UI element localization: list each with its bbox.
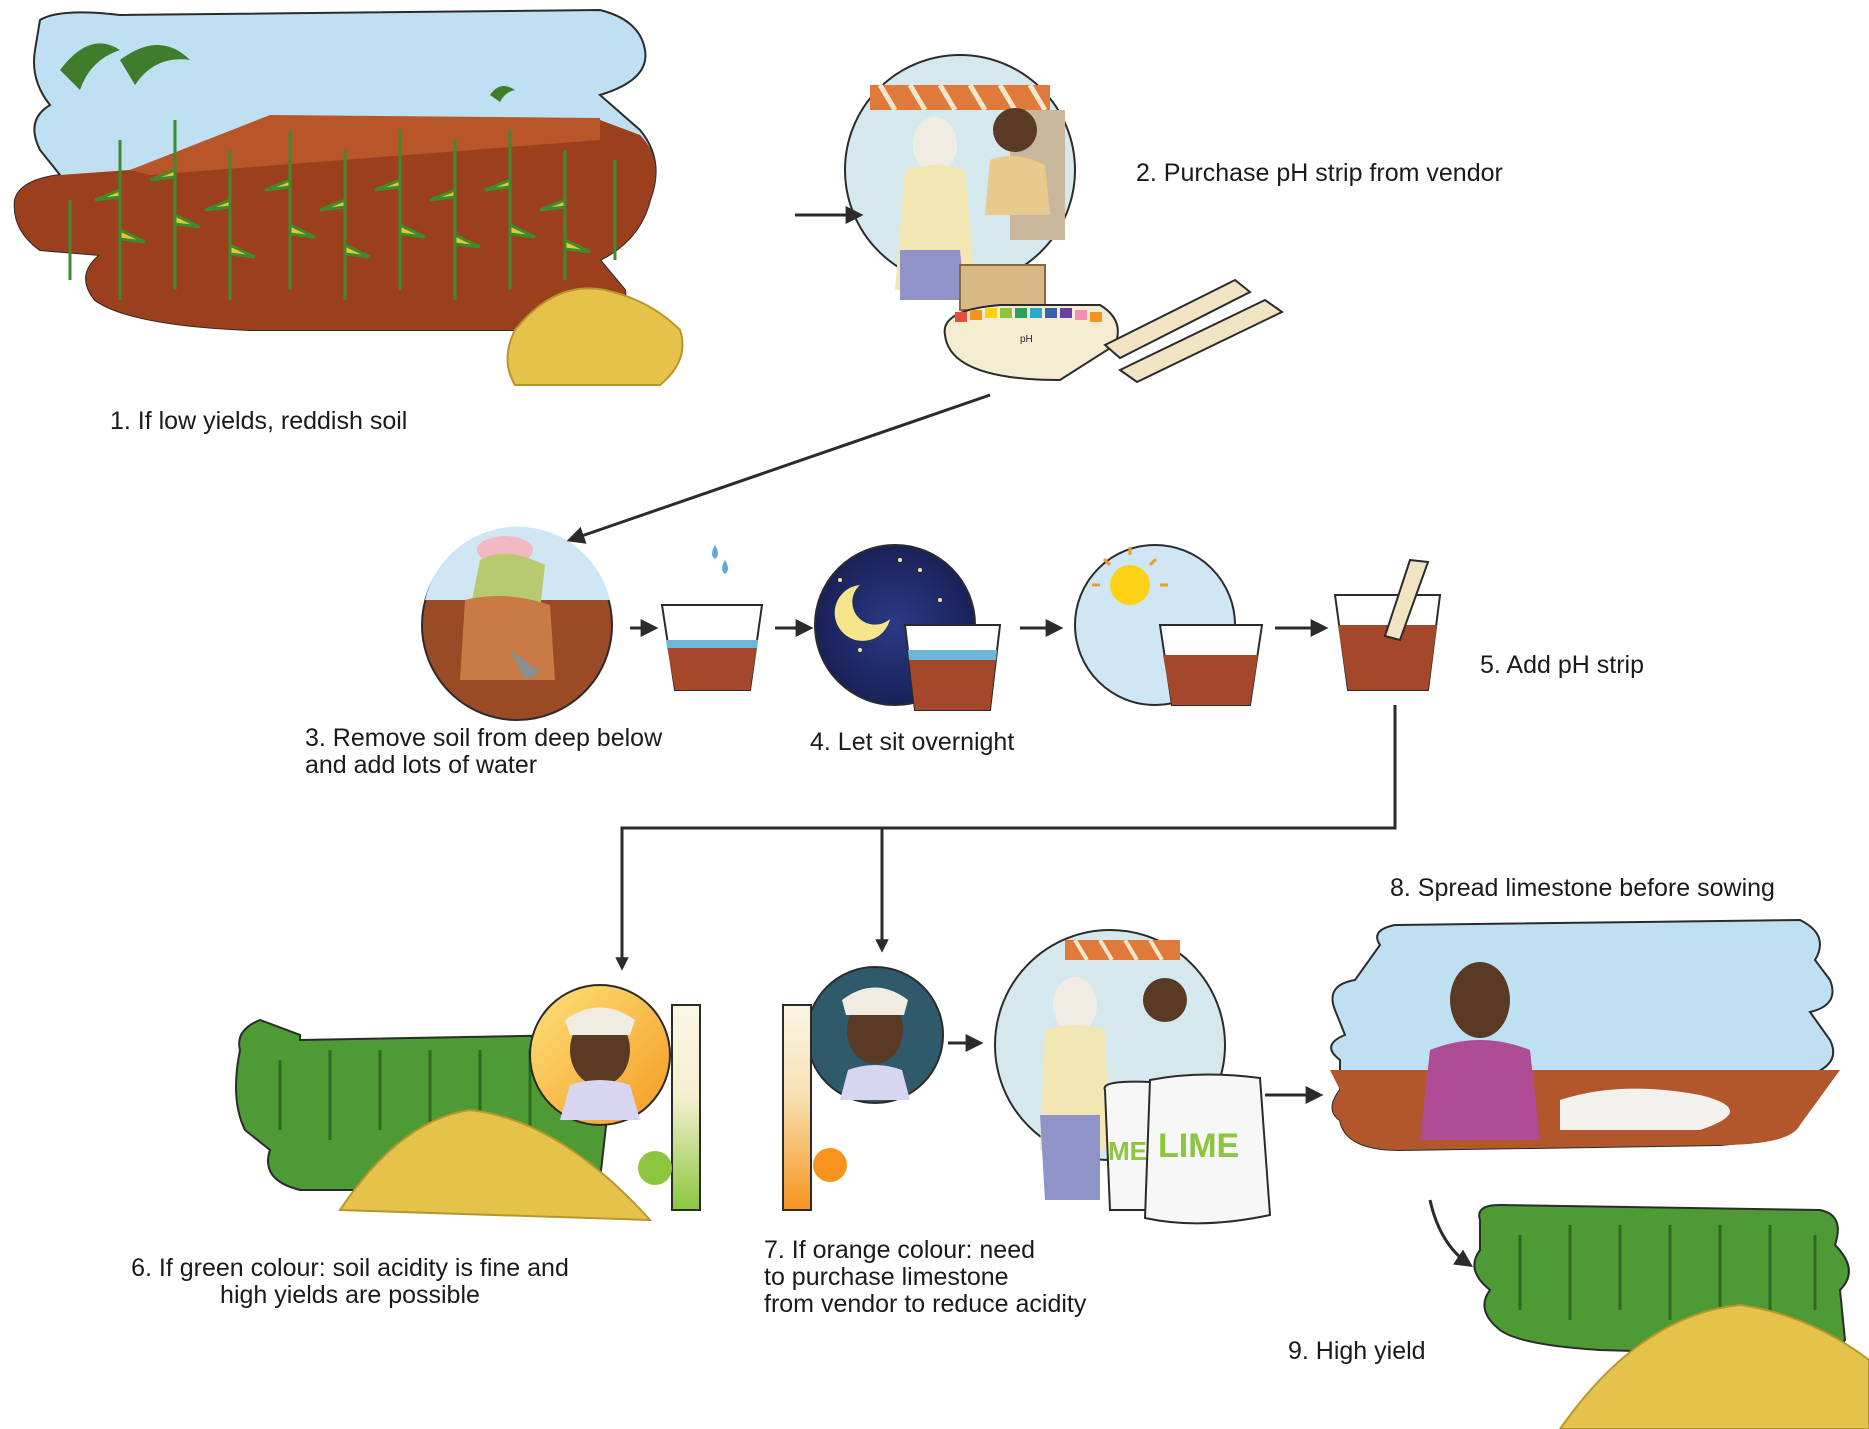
panel-green-result — [235, 984, 701, 1222]
panel-strip-added — [1333, 558, 1442, 691]
panel-vendor: pH — [844, 54, 1284, 384]
panel-overnight — [814, 544, 1002, 711]
step-6-label: 6. If green colour: soil acidity is fine… — [131, 1254, 569, 1309]
step-4-label: 4. Let sit overnight — [810, 728, 1015, 756]
panel-orange-result — [782, 966, 944, 1211]
arrow-5-to-branches — [615, 705, 1397, 971]
step-2-label: 2. Purchase pH strip from vendor — [1136, 159, 1503, 187]
panel-low-yield-field — [13, 8, 684, 386]
arrow-8-to-9 — [1428, 1199, 1473, 1267]
ph-box-label: pH — [1020, 334, 1033, 345]
panel-morning — [1074, 544, 1264, 706]
step-5-label: 5. Add pH strip — [1480, 651, 1644, 679]
flow-arrows — [566, 206, 1473, 1267]
lime-bag-partial-label: ME — [1108, 1136, 1147, 1166]
arrow-2-to-3 — [566, 393, 991, 544]
step-7-label: 7. If orange colour: need to purchase li… — [764, 1236, 1087, 1318]
step-1-label: 1. If low yields, reddish soil — [110, 407, 408, 435]
lime-bag-label: LIME — [1158, 1127, 1239, 1165]
panel-high-yield — [1473, 1203, 1869, 1429]
panel-digging-soil — [421, 526, 613, 721]
panel-water-added — [660, 545, 764, 691]
step-3-label: 3. Remove soil from deep below and add l… — [305, 724, 663, 779]
step-8-label: 8. Spread limestone before sowing — [1390, 874, 1775, 902]
panel-lime-purchase: ME LIME — [994, 929, 1272, 1225]
panel-spreading-lime — [1330, 918, 1840, 1152]
step-9-label: 9. High yield — [1288, 1337, 1426, 1365]
